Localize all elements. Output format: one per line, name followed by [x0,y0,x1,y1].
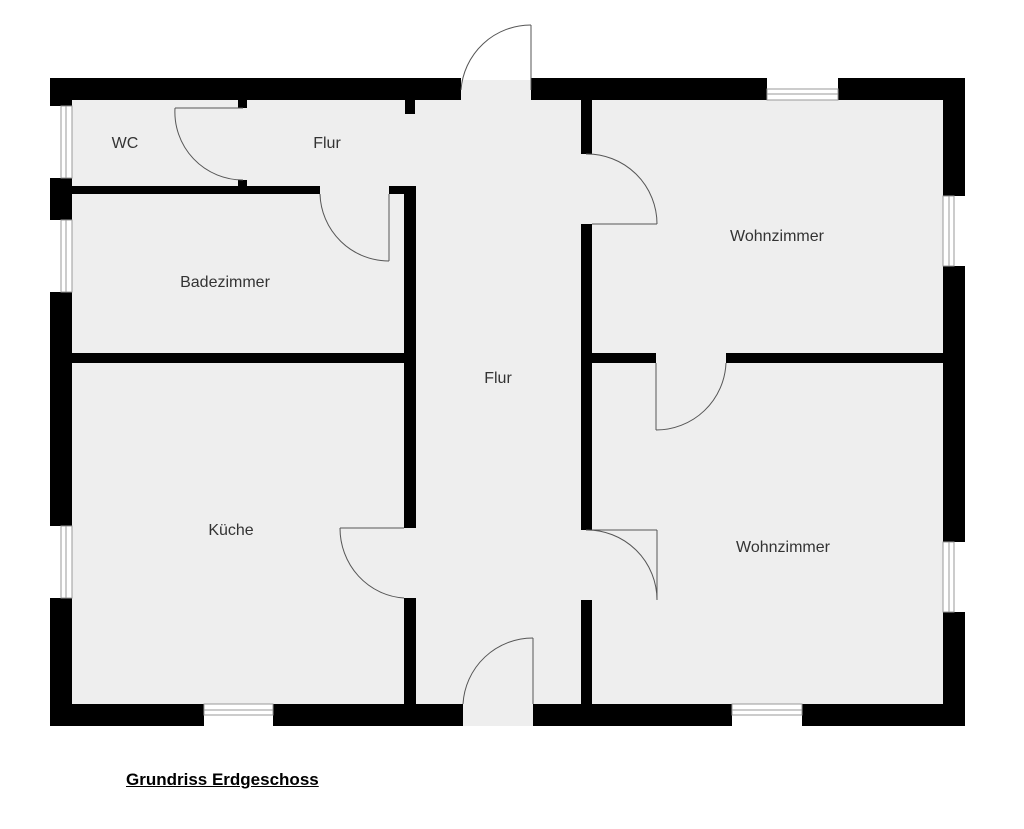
plan-caption: Grundriss Erdgeschoss [126,770,319,789]
room-label-flur-top: Flur [313,135,341,152]
windows [60,88,955,716]
doors [174,24,727,705]
door-entrance-top [460,24,532,91]
room-label-wc: WC [112,135,139,152]
door-opening-floor-top [461,80,531,100]
door-entrance-bottom [462,637,534,705]
room-label-kueche: Küche [208,522,253,539]
interior-walls [72,100,943,704]
room-label-flur-main: Flur [484,370,512,387]
room-label-wohnzimmer-top: Wohnzimmer [730,228,825,245]
door-wohnzimmer-bottom [585,529,658,601]
door-badezimmer [319,193,390,262]
outer-walls [50,78,965,726]
door-opening-floor-bottom [463,704,533,726]
door-kueche [339,527,405,599]
floor-area [72,100,944,704]
door-wohnzimmer-top [585,153,658,225]
room-label-badezimmer: Badezimmer [180,274,270,291]
room-label-wohnzimmer-bottom: Wohnzimmer [736,539,831,556]
door-wc [174,107,244,181]
door-wohnzimmer-connect [655,362,727,431]
